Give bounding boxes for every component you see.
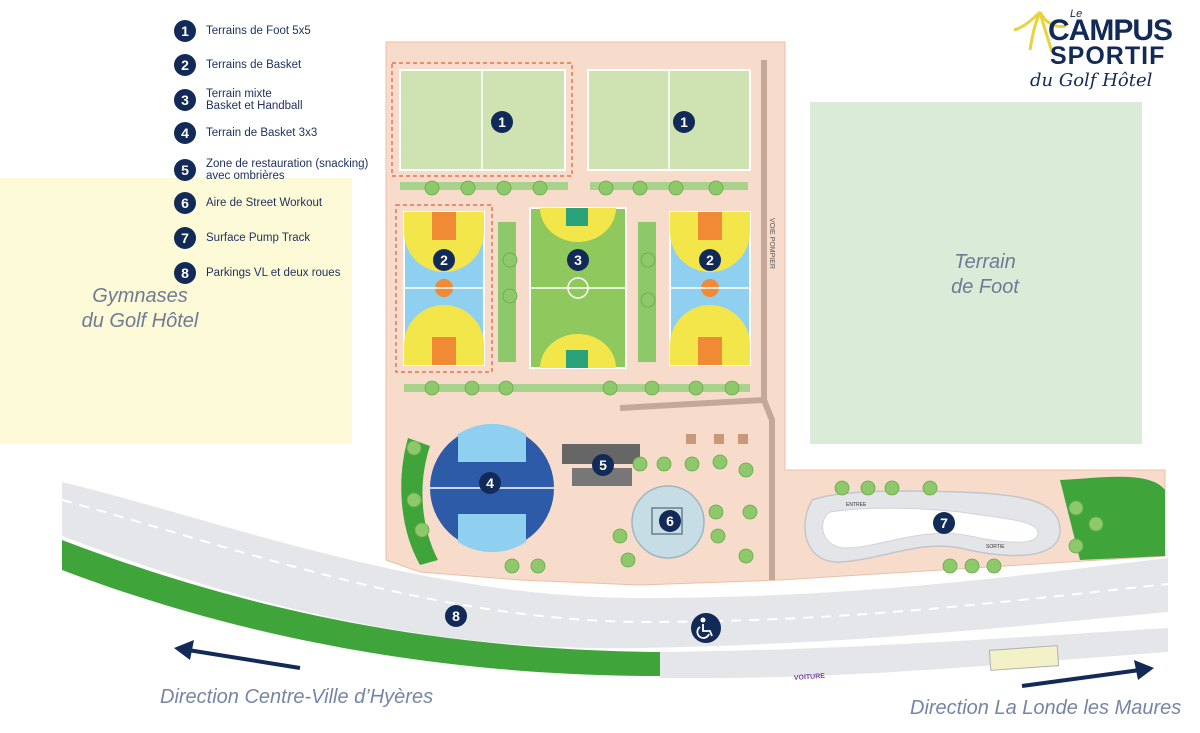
legend-label: Surface Pump Track [206,232,311,244]
arrow-right-shaft [1021,668,1141,688]
basket-left-top-key [432,212,456,240]
basket-right-bottom-key [698,337,722,365]
round-court-bottom-light [458,514,526,553]
legend-number: 5 [174,159,196,181]
gymnases-label: Gymnases du Golf Hôtel [81,285,199,332]
fire-lane-2 [761,398,775,580]
basket-left-bottom-key-arc [404,305,484,365]
grass-strip [62,540,660,676]
svg-text:2: 2 [706,252,714,268]
legend-number: 2 [174,54,196,76]
svg-text:1: 1 [680,114,688,130]
street-workout-structure [651,507,683,535]
snack-shelter-2 [572,468,632,486]
snack-table-3 [738,434,748,444]
gymnases-zone [0,178,352,444]
round-court-top-light [458,423,526,462]
legend-label: Parkings VL et deux roues [206,267,341,279]
entree-label: ENTREE [846,502,867,508]
basket-right-bottom-key-arc [670,305,750,365]
direction-right: Direction La Londe les Maures [910,697,1182,719]
legend-label: Terrains de Foot 5x5 [206,25,311,37]
road-lane [61,499,1169,624]
hedge-between-right [638,222,656,362]
mixed-court-top-goal [566,208,588,226]
legend-label: Terrain mixte Basket et Handball [206,88,303,112]
marker-1a: 1 [491,111,513,133]
legend-number: 3 [174,89,196,111]
legend-label: Zone de restauration (snacking) avec omb… [206,158,369,182]
trees [406,180,1104,574]
pump-track-green [1060,476,1165,560]
bus-stop [988,645,1060,671]
marker-2b: 2 [699,249,721,271]
basket-left-top-key-arc [404,212,484,272]
basket-right-top-key-arc [670,212,750,272]
arrow-left-shaft [187,648,301,670]
svg-text:4: 4 [486,475,494,491]
hedge-row-top-left [400,182,568,190]
legend-item-1: 1 Terrains de Foot 5x5 [174,20,311,42]
legend-item-8: 8 Parkings VL et deux roues [174,262,340,284]
basket-right-top-key [698,212,722,240]
arrow-left-icon [174,640,194,660]
sortie-label: SORTIE [986,544,1005,550]
snack-table-1 [686,434,696,444]
svg-text:3: 3 [574,252,582,268]
logo-le: Le [1070,8,1083,20]
legend-label: Aire de Street Workout [206,197,323,209]
marker-3: 3 [567,249,589,271]
lower-road [660,628,1168,679]
voiture-label: VOITURE [794,673,826,682]
legend-number: 8 [174,262,196,284]
legend-label: Terrains de Basket [206,59,302,71]
snack-shelter-1 [562,444,640,464]
wheelchair-glyph [696,617,713,639]
parking-road [62,482,1168,649]
snack-table-2 [714,434,724,444]
legend-number: 1 [174,20,196,42]
terrain-foot-label: Terrain de Foot [951,251,1019,298]
legend-number: 7 [174,227,196,249]
legend-item-7: 7 Surface Pump Track [174,227,310,249]
logo-golf-hotel: du Golf Hôtel [1030,70,1153,91]
svg-text:7: 7 [940,515,948,531]
legend-item-2: 2 Terrains de Basket [174,54,301,76]
arrow-right-icon [1134,660,1154,680]
legend-number: 6 [174,192,196,214]
marker-8: 8 [445,605,467,627]
legend-item-3: 3 Terrain mixte Basket et Handball [174,88,303,112]
marker-6: 6 [659,510,681,532]
mixed-court-bottom-goal [566,350,588,368]
legend-item-5: 5 Zone de restauration (snacking) avec o… [174,158,368,182]
wheelchair-icon [691,613,721,643]
basket-left-bottom-key [432,337,456,365]
legend-number: 4 [174,122,196,144]
pump-track-inner [822,507,1039,549]
svg-text:6: 6 [666,513,674,529]
basket-court-left-outline [395,204,493,373]
voie-pompier-label: VOIE POMPIER [768,218,775,269]
svg-text:2: 2 [440,252,448,268]
svg-text:8: 8 [452,608,460,624]
campus-logo: Le CAMPUS SPORTIF du Golf Hôtel [1010,2,1200,102]
marker-2a: 2 [433,249,455,271]
palm-icon [1013,10,1067,53]
terrain-foot-zone [810,102,1142,444]
direction-left: Direction Centre-Ville d’Hyères [160,686,434,708]
marker-5: 5 [592,454,614,476]
marker-7: 7 [933,512,955,534]
svg-text:5: 5 [599,457,607,473]
marker-1b: 1 [673,111,695,133]
logo-campus: CAMPUS [1048,14,1173,47]
marker-4: 4 [479,472,501,494]
svg-text:1: 1 [498,114,506,130]
legend-item-6: 6 Aire de Street Workout [174,192,322,214]
legend-label: Terrain de Basket 3x3 [206,127,318,139]
hedge-row-middle [404,384,750,392]
logo-sportif: SPORTIF [1050,42,1166,70]
legend-item-4: 4 Terrain de Basket 3x3 [174,122,317,144]
